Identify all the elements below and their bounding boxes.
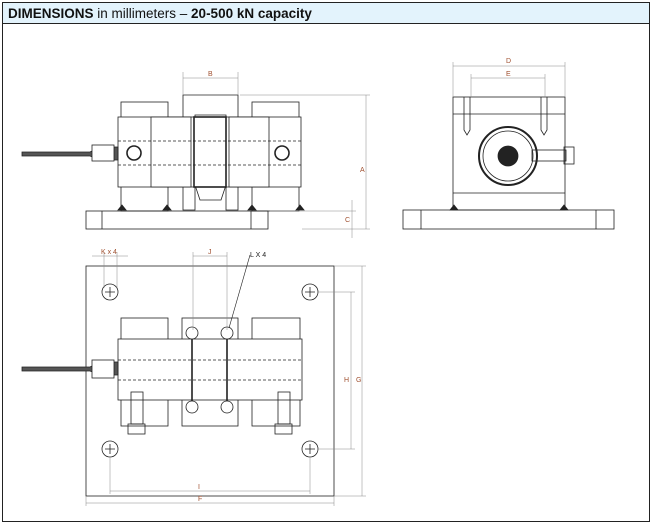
dim-f-label: F — [198, 496, 202, 503]
dim-l-label: L X 4 — [250, 252, 266, 259]
front-view: D E — [402, 58, 615, 230]
plan-view: I F H G J K x 4 L X 4 — [21, 249, 366, 506]
dim-a-label: A — [360, 167, 365, 174]
dim-k-label: K x 4 — [101, 249, 117, 256]
dim-h-label: H — [344, 377, 349, 384]
dim-c-label: C — [345, 217, 350, 224]
dim-d-label: D — [506, 58, 511, 65]
dim-e-label: E — [506, 71, 511, 78]
header-bold: DIMENSIONS — [8, 6, 94, 21]
dim-i-label: I — [198, 484, 200, 491]
header-capacity: 20-500 kN capacity — [191, 6, 312, 21]
dim-b-label: B — [208, 71, 213, 78]
side-view: B A C — [21, 71, 370, 238]
dim-g-label: G — [356, 377, 361, 384]
dim-j-label: J — [208, 249, 212, 256]
header-text: in millimeters – — [93, 6, 192, 21]
section-header: DIMENSIONS in millimeters – 20-500 kN ca… — [3, 3, 649, 24]
